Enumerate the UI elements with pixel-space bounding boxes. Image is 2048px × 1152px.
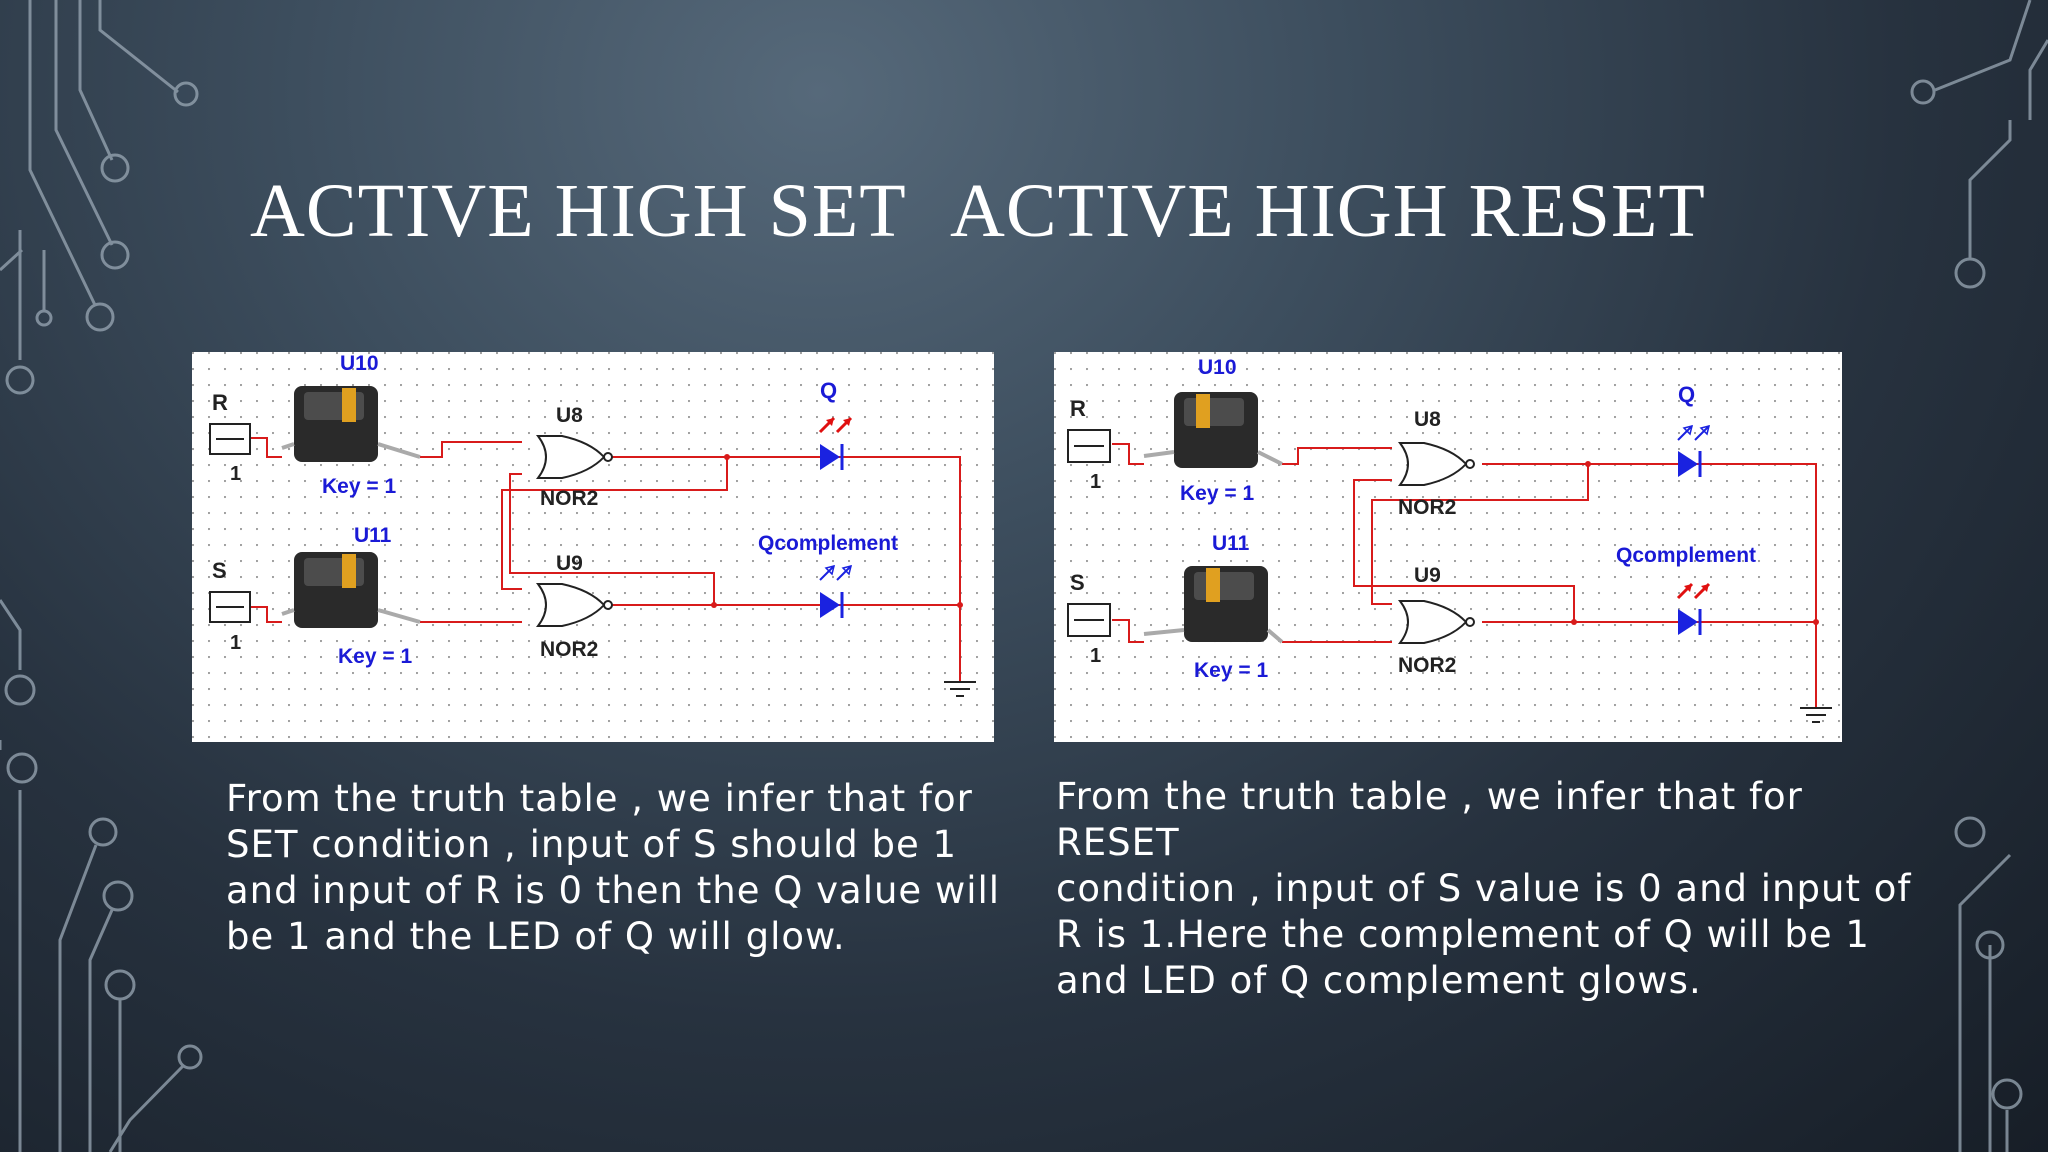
reset-description-line: R is 1.Here the complement of Q will be … — [1056, 913, 1870, 956]
nor-gate-bottom — [1397, 600, 1475, 644]
gate-top-ref: U8 — [1414, 408, 1441, 431]
ground-icon — [944, 681, 976, 697]
switch-top[interactable] — [1143, 392, 1283, 468]
switch-bottom-ref: U11 — [1212, 532, 1250, 555]
gate-top-type: NOR2 — [540, 487, 598, 510]
set-circuit-diagram: R 1 S 1 U10 Key = 1 U11 Key = 1 U8 NOR2 — [192, 352, 994, 742]
led-q-label: Q — [1678, 382, 1695, 407]
reset-description-line: and LED of Q complement glows. — [1056, 959, 1702, 1002]
r-label: R — [212, 390, 228, 415]
reset-title: ACTIVE HIGH RESET — [950, 169, 1706, 253]
switch-bottom[interactable] — [281, 552, 421, 628]
set-description-line: SET condition , input of S should be 1 — [226, 823, 958, 866]
reset-description: From the truth table , we infer that for… — [1056, 774, 1956, 1004]
reset-description-line: From the truth table , we infer that for — [1056, 775, 1803, 818]
set-description: From the truth table , we infer that for… — [226, 776, 1001, 960]
led-qcomplement-label: Qcomplement — [1616, 544, 1756, 567]
gate-top-ref: U8 — [556, 404, 583, 427]
wires — [250, 437, 961, 682]
set-description-line: and input of R is 0 then the Q value wil… — [226, 869, 1001, 912]
nor-gate-top — [1397, 442, 1475, 486]
switch-bottom-key: Key = 1 — [1194, 659, 1268, 682]
reset-description-line: RESET — [1056, 821, 1180, 864]
set-description-line: From the truth table , we infer that for — [226, 777, 973, 820]
r-source-box — [209, 423, 251, 455]
s-label: S — [1070, 570, 1085, 595]
gate-bottom-type: NOR2 — [540, 638, 598, 661]
switch-top-ref: U10 — [1198, 356, 1237, 379]
r-source-box — [1067, 429, 1111, 463]
gate-top-type: NOR2 — [1398, 496, 1456, 519]
switch-bottom[interactable] — [1143, 566, 1284, 644]
set-title: ACTIVE HIGH SET — [250, 169, 907, 253]
gate-bottom-ref: U9 — [556, 552, 583, 575]
s-label: S — [212, 558, 227, 583]
r-label: R — [1070, 396, 1086, 421]
ground-icon — [1800, 707, 1832, 723]
led-qcomplement-label: Qcomplement — [758, 532, 898, 555]
set-description-line: be 1 and the LED of Q will glow. — [226, 915, 846, 958]
reset-circuit-diagram: R 1 S 1 U10 Key = 1 U11 Key = 1 U8 NOR2 — [1054, 352, 1842, 742]
led-qcomplement — [1676, 582, 1711, 635]
r-value: 1 — [1090, 471, 1101, 493]
gate-bottom-ref: U9 — [1414, 564, 1441, 587]
wires — [1112, 443, 1817, 708]
s-source-box — [209, 591, 251, 623]
s-value: 1 — [1090, 645, 1101, 667]
switch-bottom-ref: U11 — [354, 524, 392, 547]
led-q-label: Q — [820, 378, 837, 403]
s-value: 1 — [230, 632, 241, 654]
reset-circuit-panel: R 1 S 1 U10 Key = 1 U11 Key = 1 U8 NOR2 — [1054, 352, 1842, 742]
switch-top-key: Key = 1 — [1180, 482, 1254, 505]
s-source-box — [1067, 603, 1111, 637]
switch-top-ref: U10 — [340, 352, 379, 375]
r-value: 1 — [230, 463, 241, 485]
switch-top[interactable] — [281, 386, 421, 462]
gate-bottom-type: NOR2 — [1398, 654, 1456, 677]
led-qcomplement — [819, 564, 853, 618]
led-q — [1677, 424, 1711, 477]
nor-gate-bottom — [535, 583, 613, 627]
wire-junctions — [1571, 461, 1819, 625]
switch-bottom-key: Key = 1 — [338, 645, 412, 668]
switch-top-key: Key = 1 — [322, 475, 396, 498]
set-circuit-panel: R 1 S 1 U10 Key = 1 U11 Key = 1 U8 NOR2 — [192, 352, 994, 742]
led-q — [818, 416, 853, 470]
wire-junctions — [711, 454, 963, 608]
reset-description-line: condition , input of S value is 0 and in… — [1056, 867, 1912, 910]
nor-gate-top — [535, 435, 613, 479]
